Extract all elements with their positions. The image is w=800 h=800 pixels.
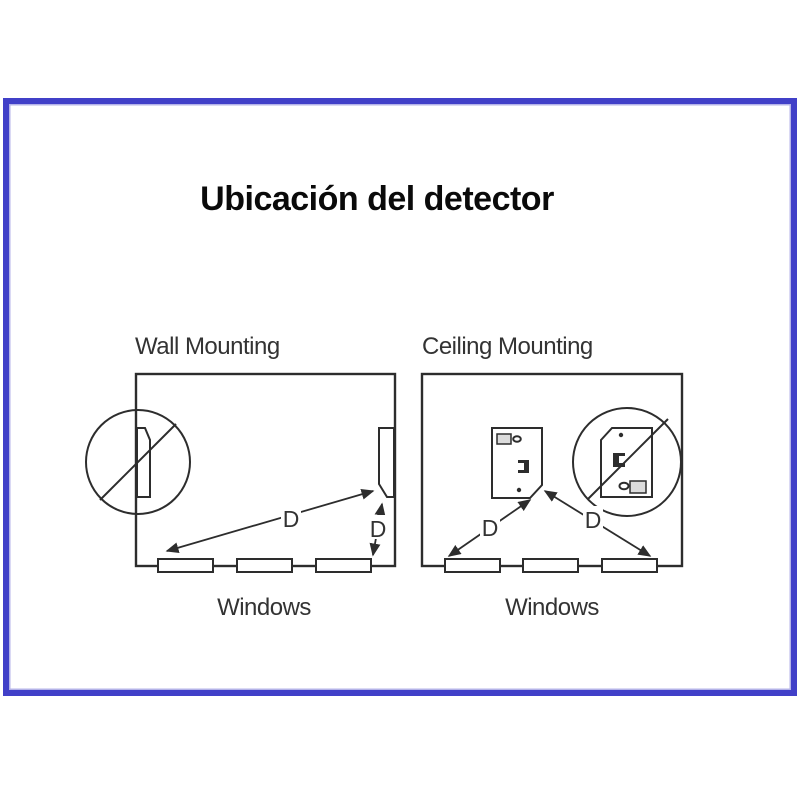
window (522, 558, 579, 573)
distance-label-backdrop (583, 506, 603, 530)
distance-label-backdrop (480, 514, 500, 538)
distance-label: D (482, 515, 499, 541)
bracket-icon (613, 453, 625, 467)
corner-wall-detector (378, 427, 395, 498)
prohibition-slash (587, 418, 669, 500)
ceiling-mounting-diagram: Ceiling Mounting (420, 333, 684, 621)
distance-label: D (585, 507, 602, 533)
window (315, 558, 372, 573)
ceiling-mounting-label: Ceiling Mounting (422, 333, 593, 360)
led-dot (618, 432, 624, 438)
prohibited-wall-detector (136, 427, 151, 498)
prohibition-circle (85, 409, 191, 515)
wall-windows-row (157, 558, 372, 573)
ceiling-detector-components (496, 433, 529, 493)
sensor-oval (618, 481, 630, 491)
terminal-block (629, 480, 647, 494)
sensor-oval (512, 435, 522, 443)
ceiling-detector (491, 427, 543, 499)
wall-mounting-label: Wall Mounting (135, 333, 280, 360)
page-title-text: Ubicación del detector (200, 180, 554, 218)
distance-label: D (283, 506, 300, 532)
page-title: Ubicación del detector (0, 180, 754, 219)
window (444, 558, 501, 573)
led-dot (516, 487, 522, 493)
terminal-block (496, 433, 512, 445)
windows-label: Windows (217, 594, 311, 621)
window (601, 558, 658, 573)
wall-room-outline (134, 372, 397, 568)
bracket-icon (518, 460, 529, 473)
window (236, 558, 293, 573)
distance-label-backdrop (281, 505, 301, 529)
prohibited-detector-components (613, 432, 647, 494)
prohibition-slash (99, 423, 177, 501)
distance-label: D (370, 516, 387, 542)
distance-arrow-diagonal (165, 488, 375, 554)
wall-mounting-diagram: Wall Mounting D D Windows (85, 333, 397, 621)
windows-label: Windows (505, 594, 599, 621)
ceiling-windows-row (444, 558, 658, 573)
window (157, 558, 214, 573)
prohibited-ceiling-detector (600, 427, 653, 498)
distance-label-backdrop (368, 515, 388, 539)
